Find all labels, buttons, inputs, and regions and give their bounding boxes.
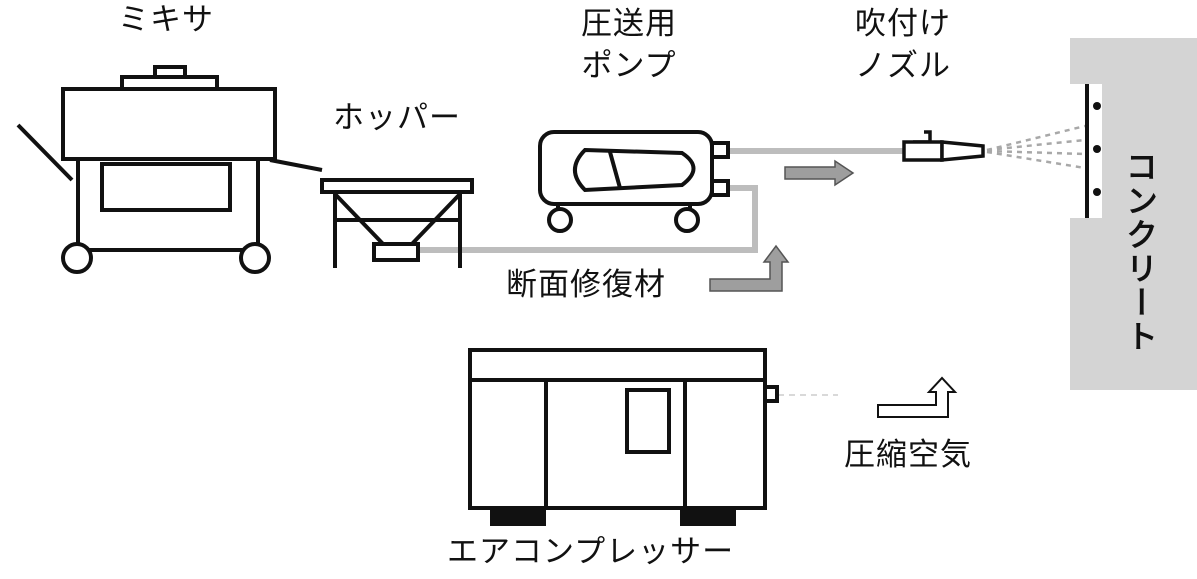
mixer-label: ミキサ [118,2,214,38]
nozzle-label-line1: 吹付け [855,6,951,42]
spray-nozzle [902,130,985,162]
flow-arrow-icon [784,159,855,187]
hoses [420,148,905,253]
pump-label-line1: 圧送用 [581,6,677,42]
hopper-label: ホッパー [333,100,461,136]
compressor-label: エアコンプレッサー [447,534,735,570]
mixer [16,65,323,274]
air-compressor [468,348,779,526]
compressed-air-arrow-icon [877,376,958,418]
nozzle-label-line2: ノズル [855,48,951,84]
repair-material-label: 断面修復材 [506,267,666,303]
hopper [320,178,474,268]
concrete-wall [1070,38,1197,390]
pump-label-line2: ポンプ [581,48,677,84]
concrete-label: コンクリート [1121,150,1159,354]
pump [538,130,730,233]
repair-material-arrow-icon [709,244,790,292]
spray-pattern [986,124,1086,170]
compressed-air-label: 圧縮空気 [844,437,972,473]
